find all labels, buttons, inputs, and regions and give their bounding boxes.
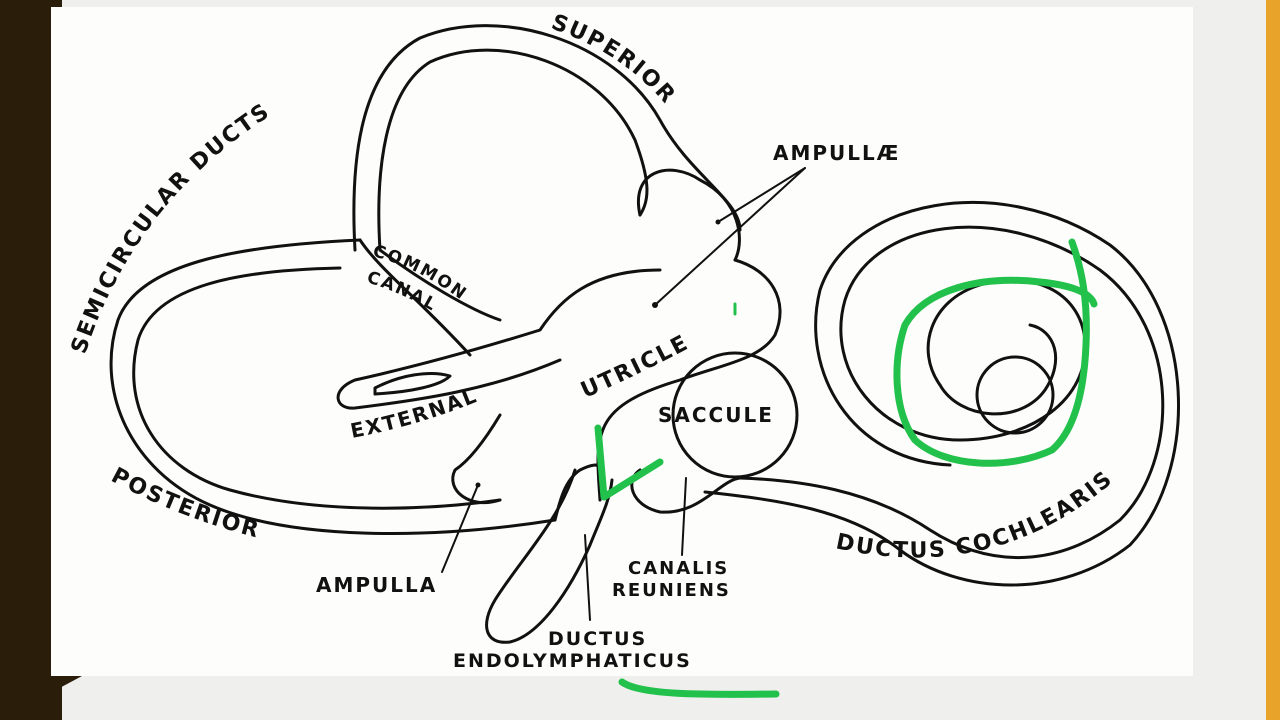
label-superior: SUPERIOR: [548, 10, 681, 109]
label-external: EXTERNAL: [348, 383, 481, 443]
label-endolymphaticus: ENDOLYMPHATICUS: [453, 650, 692, 672]
posterior-duct-outer: [109, 238, 557, 536]
ductus-cochlearis-outer: [738, 225, 1165, 559]
label-ductus-cochlearis: DUCTUS COCHLEARIS: [834, 466, 1118, 564]
posterior-ampulla: [553, 463, 604, 522]
right-accent-strip: [1266, 0, 1280, 720]
cochlea-spiral-2: [938, 323, 1058, 416]
leader-ampullae-2: [654, 167, 806, 306]
superior-duct-inner: [377, 48, 649, 252]
label-semicircular-ducts: SEMICIRCULAR DUCTS: [67, 99, 275, 357]
superior-duct-outer: [352, 24, 742, 252]
utricle-lower: [451, 413, 502, 505]
external-duct-inner: [373, 372, 452, 396]
label-reuniens: REUNIENS: [612, 580, 731, 601]
leader-canalis: [681, 477, 687, 556]
leader-ampullae-1: [717, 167, 806, 223]
left-border-corner: [0, 676, 82, 720]
ductus-endolymphaticus: [485, 468, 614, 644]
label-saccule: SACCULE: [658, 403, 774, 427]
label-canalis: CANALIS: [628, 558, 729, 579]
leader-ductus-endo: [584, 534, 591, 621]
superior-ampulla: [637, 168, 741, 262]
ductus-cochlearis-inner: [703, 201, 1180, 587]
label-ampulla: AMPULLA: [316, 573, 437, 597]
dot-posterior-ampulla: [475, 482, 481, 488]
common-canal-outer: [358, 238, 472, 357]
common-canal-inner: [378, 248, 502, 322]
label-ampullae: AMPULLÆ: [773, 141, 900, 165]
dot-superior-ampulla: [715, 219, 721, 225]
posterior-duct-inner: [132, 266, 502, 510]
inner-ear-diagram: SEMICIRCULAR DUCTS SUPERIOR AMPULLÆ COMM…: [67, 10, 1180, 672]
external-duct-outer: [336, 268, 662, 410]
slide-canvas: SEMICIRCULAR DUCTS SUPERIOR AMPULLÆ COMM…: [51, 7, 1193, 676]
saccule: [671, 351, 799, 479]
leader-ampulla: [441, 484, 479, 573]
label-posterior: POSTERIOR: [107, 463, 263, 543]
annotation-underline: [618, 678, 780, 698]
cochlea-spiral-1: [926, 278, 1087, 442]
dot-external-ampulla: [652, 302, 658, 308]
label-ductus: DUCTUS: [548, 628, 647, 650]
